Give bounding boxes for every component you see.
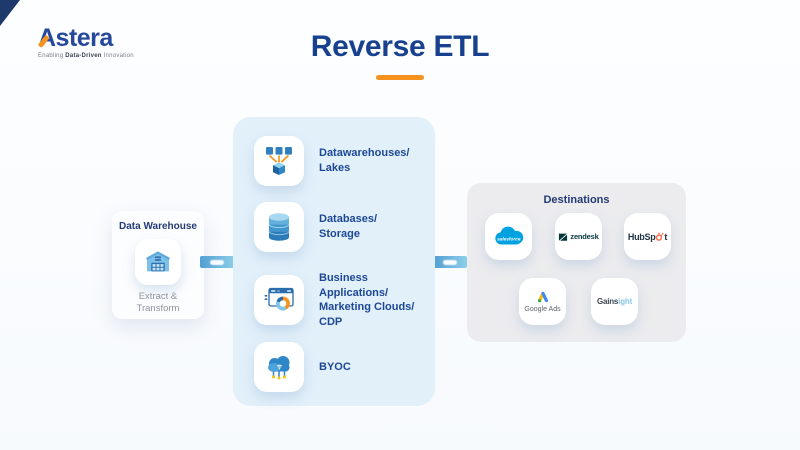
source-card-subtitle: Extract & Transform	[136, 291, 180, 315]
pipeline-item-label: Datawarehouses/ Lakes	[319, 147, 410, 174]
hubspot-sprocket-icon	[656, 232, 665, 241]
flow-arrow-dash	[443, 259, 457, 265]
byoc-tile	[254, 342, 304, 392]
corner-decoration	[0, 0, 20, 26]
byoc-cloud-icon	[268, 355, 290, 379]
business-apps-icon	[264, 287, 294, 311]
logo-text: Astera	[38, 24, 113, 52]
hubspot-logo: HubSp t	[628, 231, 667, 242]
data-warehouse-card-title: Data Warehouse	[119, 221, 197, 232]
zendesk-logo: zendesk	[558, 232, 599, 242]
pipeline-item-label: BYOC	[319, 360, 351, 373]
database-storage-icon	[268, 213, 290, 241]
gainsight-tile: Gainsight	[591, 278, 638, 325]
destinations-panel: Destinations salesforce zendesk HubSp	[467, 183, 686, 342]
sources-panel: Datawarehouses/ Lakes Databases/ Storage	[233, 117, 435, 406]
pipeline-item-datawarehouses: Datawarehouses/ Lakes	[254, 136, 409, 186]
business-apps-tile	[254, 275, 304, 326]
logo-tagline: Enabling Data-Driven Innovation	[38, 53, 134, 59]
flow-arrow-right	[434, 256, 467, 268]
warehouse-icon	[146, 251, 170, 272]
salesforce-icon: salesforce	[494, 226, 523, 245]
datawarehouse-lakes-tile	[254, 136, 304, 186]
zendesk-wordmark: zendesk	[570, 232, 599, 241]
database-storage-tile	[254, 202, 304, 252]
zendesk-tile: zendesk	[555, 213, 602, 260]
pipeline-item-label: Business Applications/ Marketing Clouds/…	[319, 272, 415, 328]
astera-logo: Astera Enabling Data-Driven Innovation	[37, 24, 148, 59]
svg-text:salesforce: salesforce	[497, 237, 521, 243]
pipeline-item-byoc: BYOC	[254, 342, 351, 392]
pipeline-item-business-apps: Business Applications/ Marketing Clouds/…	[254, 271, 435, 329]
pipeline-item-databases: Databases/ Storage	[254, 202, 377, 252]
gainsight-wordmark: Gainsight	[596, 297, 633, 306]
flow-arrow-left	[200, 256, 235, 268]
google-ads-tile: Google Ads	[519, 278, 566, 325]
hubspot-tile: HubSp t	[624, 213, 671, 260]
data-warehouse-card: Data Warehouse Extract & Transform	[112, 211, 204, 319]
pipeline-item-label: Databases/ Storage	[319, 213, 378, 240]
title-underline	[376, 75, 424, 80]
hubspot-wordmark-pre: HubSp	[627, 232, 656, 242]
page-title: Reverse ETL	[310, 30, 490, 63]
google-ads-icon	[537, 291, 548, 302]
google-ads-wordmark: Google Ads	[524, 305, 561, 313]
flow-arrow-dash	[210, 259, 224, 265]
salesforce-tile: salesforce	[485, 213, 532, 260]
destinations-title: Destinations	[543, 194, 610, 206]
astera-logo-word: Astera	[37, 24, 148, 52]
zendesk-icon	[559, 233, 568, 241]
datawarehouse-lakes-icon	[266, 147, 292, 175]
hubspot-wordmark-post: t	[664, 232, 668, 242]
warehouse-icon-tile	[135, 239, 181, 285]
